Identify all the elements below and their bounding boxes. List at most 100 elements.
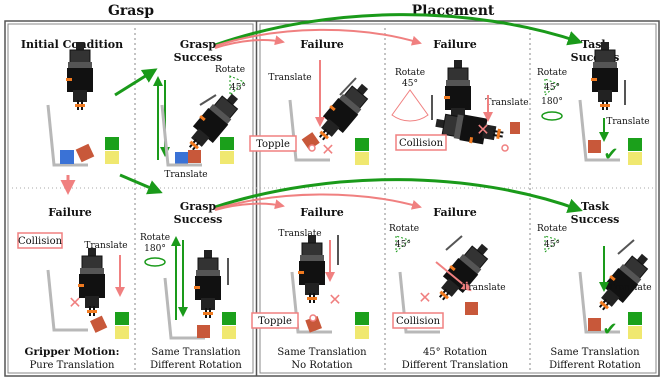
collision-badge-col4b <box>392 312 444 329</box>
footer-col1-line2: Pure Translation <box>30 360 115 371</box>
yellow-cube-col2 <box>220 151 234 164</box>
fail-arrow-bottom-2 <box>214 193 422 210</box>
arrow-to-grasp-success-b <box>119 173 163 195</box>
failure-bottom-col3: Failure <box>300 206 343 219</box>
deg45-col2: 45° <box>230 83 246 93</box>
gripper-success-col5 <box>590 41 619 111</box>
deg45-col5b: 45° <box>544 240 560 250</box>
task-success-b1: Task <box>581 200 609 213</box>
footer-col5-line2: Different Rotation <box>549 360 641 371</box>
failure-title-col1: Failure <box>48 206 91 219</box>
yellow-cube-col2b <box>222 326 236 339</box>
fail-arrow-top-2 <box>214 28 422 47</box>
rotate-wedge-col5b <box>544 235 559 254</box>
footer-col3-line1: Same Translation <box>277 347 367 358</box>
x-mark-col3: ✕ <box>321 140 334 159</box>
rotate-wedge-col5 <box>544 78 559 97</box>
deg45-col4b: 45° <box>395 240 411 250</box>
translate-arrow-col4b <box>435 261 472 292</box>
rotate-wedge-col2 <box>229 75 245 97</box>
red-cube-col2b <box>197 325 210 338</box>
translate-col4: Translate <box>485 98 528 108</box>
grasp-success-1: Grasp <box>180 38 217 51</box>
collision-badge-col1 <box>17 232 63 249</box>
translate-col5b: Translate <box>608 283 651 293</box>
translate-label-col1: Translate <box>84 241 127 251</box>
x-mark-col1: ✕ <box>68 293 81 312</box>
x-mark-col4: ✕ <box>476 120 489 139</box>
rotate-ellipse-col5 <box>541 111 563 121</box>
translate-col3b: Translate <box>278 229 321 239</box>
yellow-cube-col5 <box>628 152 642 165</box>
topple-label-col3: Topple <box>256 139 290 150</box>
rotate-col5b: Rotate <box>537 224 567 234</box>
rotate-col5: Rotate <box>537 68 567 78</box>
x-mark-col4b: ✕ <box>418 288 431 307</box>
green-cube-col5b <box>628 312 642 325</box>
red-cube-col4b <box>465 302 478 315</box>
topple-point-col3b <box>309 314 317 322</box>
wall-col2 <box>199 94 217 106</box>
collision-label-col4b: Collision <box>396 316 441 327</box>
blue-cube <box>60 150 74 164</box>
yellow-cube-col3b <box>355 326 369 339</box>
topple-badge-col3b <box>251 312 299 329</box>
yellow-cube-col5b <box>628 326 642 339</box>
collision-badge-col4 <box>395 134 447 151</box>
success-arrow-bottom <box>214 178 583 213</box>
green-cube <box>105 137 119 150</box>
rotate-fan-col4 <box>391 89 429 122</box>
deg180-col2b: 180° <box>144 244 166 254</box>
green-cube-col1b <box>115 312 129 325</box>
failure-top-col3: Failure <box>300 38 343 51</box>
wall-col3 <box>339 77 357 96</box>
translate-small-col2: Translate <box>164 170 207 180</box>
x-mark-col3b: ✕ <box>328 290 341 309</box>
green-cube-col5 <box>628 138 642 151</box>
wall-col4b <box>445 235 463 251</box>
footer-col2-line2: Different Rotation <box>150 360 242 371</box>
red-cube-col3b <box>305 315 322 333</box>
footer-col1-line1: Gripper Motion: <box>24 346 119 358</box>
yellow-cube-col1b <box>115 326 129 339</box>
gripper-failure-col1 <box>77 247 106 317</box>
grasp-header: Grasp <box>108 3 154 19</box>
failure-top-col4: Failure <box>433 38 476 51</box>
grasp-success-2: Success <box>174 51 223 64</box>
red-cube-col3 <box>301 132 320 151</box>
green-cube-col2 <box>220 137 234 150</box>
translate-col3: Translate <box>268 73 311 83</box>
rotate-col4b: Rotate <box>389 224 419 234</box>
grasp-success-b2: Success <box>174 213 223 226</box>
topple-point-col3 <box>308 144 316 152</box>
red-cube-col2 <box>188 150 201 163</box>
yellow-cube-col3 <box>355 152 369 165</box>
initial-condition-title: Initial Condition <box>21 38 123 51</box>
fail-arrow-bottom-1 <box>214 199 285 211</box>
outer-frame <box>4 20 660 377</box>
rotate-col4: Rotate <box>395 68 425 78</box>
green-cube-col2b <box>222 312 236 325</box>
yellow-cube <box>105 151 119 164</box>
footer-col2-line1: Same Translation <box>151 347 241 358</box>
deg45-col5: 45° <box>544 83 560 93</box>
red-cube-col4 <box>510 122 520 134</box>
gripper-grasp-success-b <box>193 249 222 319</box>
rotate-wedge-col4b <box>395 235 410 254</box>
translate-col5: Translate <box>606 117 649 127</box>
footer-col4-line1: 45° Rotation <box>423 347 488 358</box>
arrow-to-grasp-success <box>114 68 158 97</box>
failure-bottom-col4: Failure <box>433 206 476 219</box>
collision-label-col4: Collision <box>399 138 444 149</box>
red-cube-col5b <box>588 318 601 331</box>
gripper-failure-col3b <box>297 234 326 304</box>
translate-col4b: Translate <box>462 283 505 293</box>
topple-label-col3b: Topple <box>258 316 292 327</box>
red-cube-col1b <box>90 315 108 333</box>
collision-point-col4 <box>501 144 509 152</box>
deg180-col5: 180° <box>541 97 563 107</box>
red-cube-col5 <box>588 140 601 153</box>
rotate-label-col2: Rotate <box>215 65 245 75</box>
grasp-panel <box>7 23 254 374</box>
